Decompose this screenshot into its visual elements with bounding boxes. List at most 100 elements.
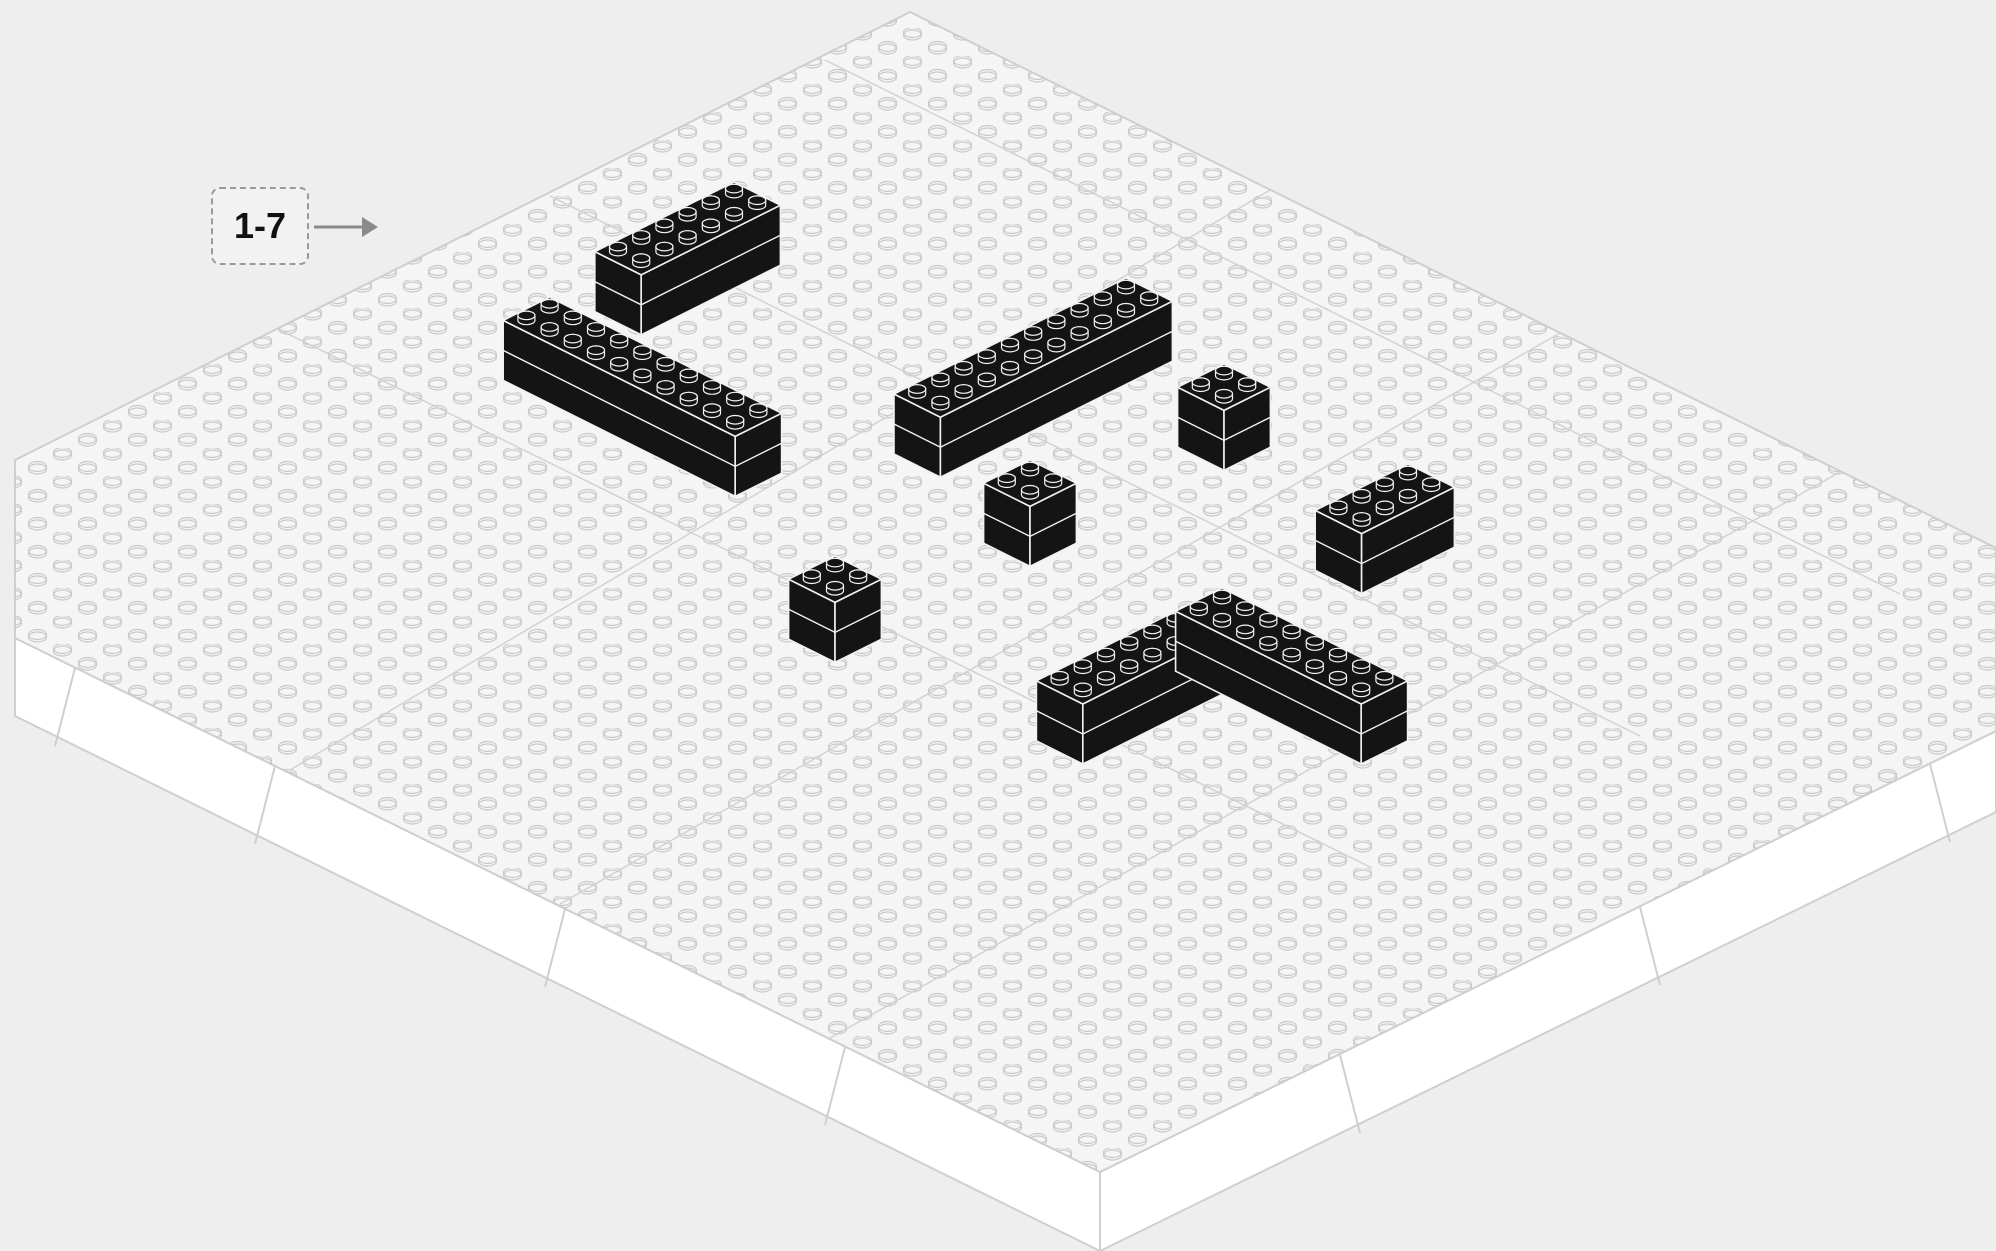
brick-stud <box>704 404 721 418</box>
brick-stud <box>656 242 673 256</box>
brick-small-top <box>1178 364 1271 470</box>
brick-stud <box>1283 648 1300 662</box>
brick-stud <box>1376 501 1393 515</box>
brick-stud <box>610 242 627 256</box>
brick-stud <box>1121 637 1138 651</box>
brick-stud <box>1376 478 1393 492</box>
brick-stud <box>634 369 651 383</box>
brick-stud <box>978 350 995 364</box>
brick-stud <box>1025 327 1042 341</box>
brick-stud <box>1074 683 1091 697</box>
baseplate-stud-grid <box>15 12 1996 1172</box>
brick-stud <box>1121 660 1138 674</box>
brick-stud <box>1094 315 1111 329</box>
step-number: 1-7 <box>234 205 286 247</box>
brick-stud <box>656 219 673 233</box>
brick-small-bottom <box>789 556 882 662</box>
brick-stud <box>611 357 628 371</box>
brick-stud <box>518 311 535 325</box>
brick-stud <box>932 396 949 410</box>
brick-stud <box>1071 304 1088 318</box>
brick-stud <box>1190 602 1207 616</box>
brick-stud <box>657 357 674 371</box>
brick-stud <box>1260 614 1277 628</box>
brick-stud <box>803 570 820 584</box>
brick-stud <box>1423 478 1440 492</box>
brick-stud <box>955 385 972 399</box>
brick-stud <box>1260 637 1277 651</box>
arrow-right-icon <box>312 212 382 242</box>
brick-stud <box>1022 462 1039 476</box>
brick-stud <box>1144 625 1161 639</box>
brick-stud <box>1237 602 1254 616</box>
brick-stud <box>1376 672 1393 686</box>
brick-stud <box>1214 614 1231 628</box>
brick-stud <box>1141 292 1158 306</box>
brick-stud <box>955 362 972 376</box>
brick-stud <box>978 373 995 387</box>
brick-stud <box>727 392 744 406</box>
brick-stud <box>998 474 1015 488</box>
brick-stud <box>657 381 674 395</box>
brick-stud <box>1094 292 1111 306</box>
brick-stud <box>1214 590 1231 604</box>
brick-stud <box>704 381 721 395</box>
baseplate <box>15 12 1996 1251</box>
brick-stud <box>633 231 650 245</box>
brick-stud <box>1353 683 1370 697</box>
brick-stud <box>749 196 766 210</box>
brick-stud <box>679 231 696 245</box>
brick-stud <box>727 416 744 430</box>
brick-stud <box>1074 660 1091 674</box>
brick-stud <box>1118 304 1135 318</box>
brick-stud <box>564 334 581 348</box>
brick-stud <box>633 254 650 268</box>
brick-stud <box>541 300 558 314</box>
brick-stud <box>1098 672 1115 686</box>
brick-stud <box>1306 660 1323 674</box>
brick-stud <box>541 323 558 337</box>
brick-stud <box>564 311 581 325</box>
brick-stud <box>1022 485 1039 499</box>
brick-stud <box>1118 280 1135 294</box>
brick-stud <box>850 570 867 584</box>
brick-small-middle <box>984 460 1077 566</box>
brick-stud <box>1025 350 1042 364</box>
step-label: 1-7 <box>211 187 309 265</box>
brick-stud <box>1330 501 1347 515</box>
brick-stud <box>1192 378 1209 392</box>
brick-stud <box>1283 625 1300 639</box>
brick-stud <box>611 334 628 348</box>
brick-stud <box>1353 490 1370 504</box>
brick-stud <box>1353 513 1370 527</box>
brick-stud <box>1048 338 1065 352</box>
brick-stud <box>726 184 743 198</box>
brick-stud <box>932 373 949 387</box>
brick-stud <box>1400 466 1417 480</box>
brick-stud <box>1071 327 1088 341</box>
brick-stud <box>827 581 844 595</box>
brick-stud <box>588 323 605 337</box>
brick-stud <box>1216 366 1233 380</box>
brick-stud <box>1051 672 1068 686</box>
brick-stud <box>588 346 605 360</box>
brick-stud <box>1330 672 1347 686</box>
brick-stud <box>827 558 844 572</box>
brick-stud <box>726 208 743 222</box>
brick-stud <box>1216 390 1233 404</box>
brick-stud <box>634 346 651 360</box>
brick-stud <box>1330 648 1347 662</box>
brick-stud <box>702 196 719 210</box>
brick-stud <box>909 385 926 399</box>
brick-stud <box>1045 474 1062 488</box>
brick-stud <box>1002 362 1019 376</box>
brick-stud <box>1239 378 1256 392</box>
brick-stud <box>680 369 697 383</box>
brick-stud <box>1048 315 1065 329</box>
brick-stud <box>1306 637 1323 651</box>
brick-stud <box>1353 660 1370 674</box>
brick-stud <box>750 404 767 418</box>
brick-stud <box>1400 490 1417 504</box>
brick-stud <box>1144 648 1161 662</box>
